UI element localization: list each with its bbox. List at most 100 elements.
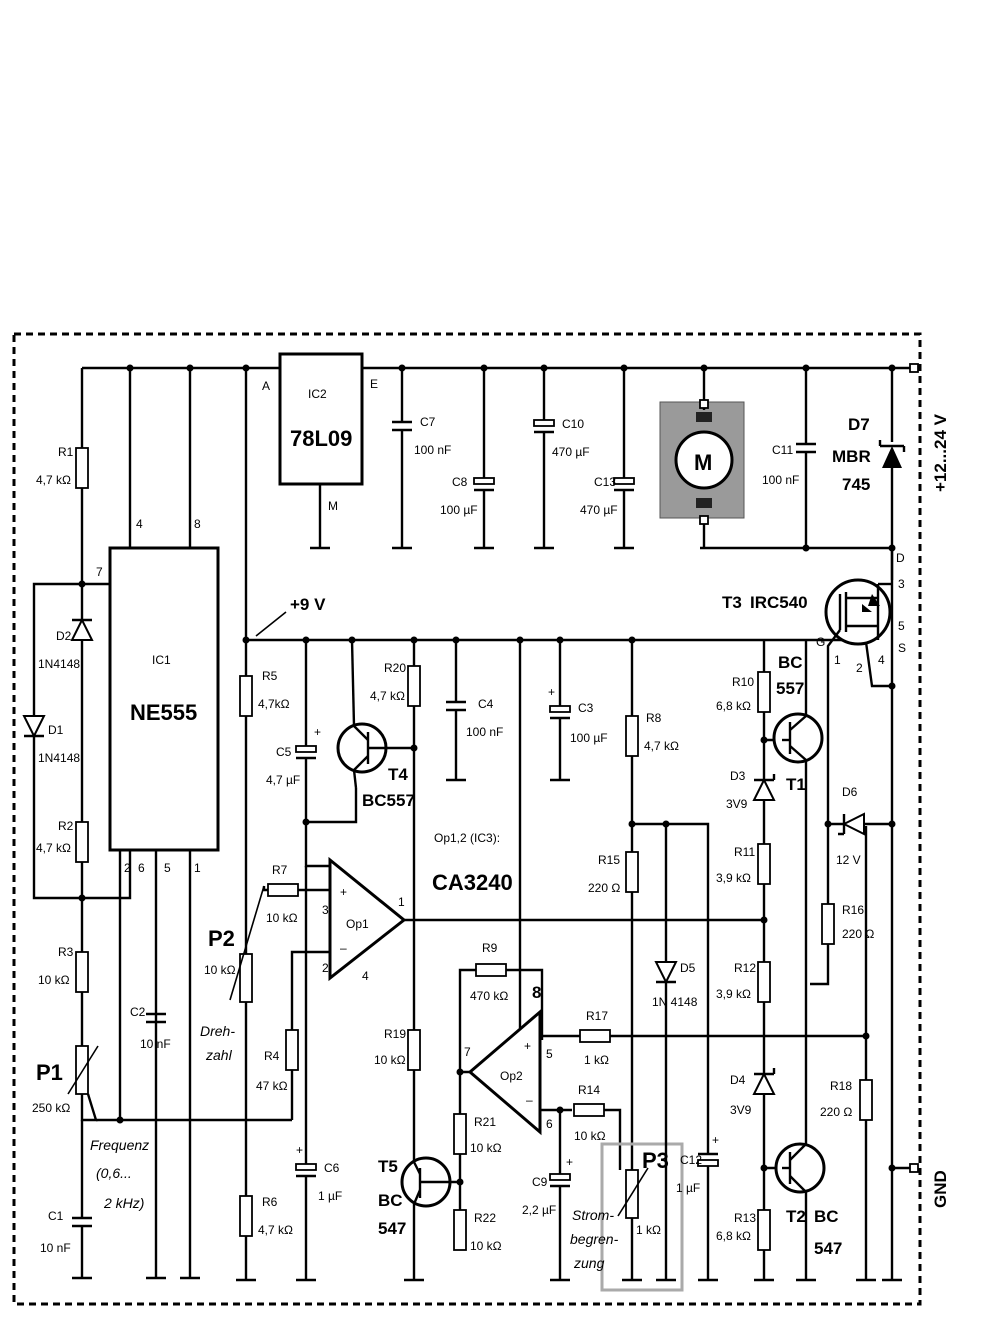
d7-name: D7 xyxy=(848,415,870,434)
c13-value: 470 µF xyxy=(580,503,618,517)
op1-plus: + xyxy=(340,885,347,899)
capacitor-c6 xyxy=(295,1163,317,1282)
opamp-ic3-type: CA3240 xyxy=(432,870,513,895)
p2-name: P2 xyxy=(208,926,235,951)
r17-name: R17 xyxy=(586,1009,608,1023)
ic1-pin7: 7 xyxy=(96,565,103,579)
c6-value: 1 µF xyxy=(318,1189,342,1203)
r6-value: 4,7 kΩ xyxy=(258,1223,293,1237)
r21-value: 10 kΩ xyxy=(470,1141,502,1155)
resistor-r18 xyxy=(859,1079,873,1121)
r4-value: 47 kΩ xyxy=(256,1079,288,1093)
p1-caption-line3: 2 kHz) xyxy=(103,1195,144,1211)
c5-plus: + xyxy=(314,725,321,739)
c9-value: 2,2 µF xyxy=(522,1203,556,1217)
r22-value: 10 kΩ xyxy=(470,1239,502,1253)
p2-caption-line2: zahl xyxy=(205,1047,233,1063)
gnd-label: GND xyxy=(931,1170,950,1208)
capacitor-c10 xyxy=(533,368,555,550)
d6-name: D6 xyxy=(842,785,858,799)
d4-value: 3V9 xyxy=(730,1103,752,1117)
ic2-type: 78L09 xyxy=(290,426,352,451)
r9-name: R9 xyxy=(482,941,498,955)
p3-name: P3 xyxy=(642,1148,669,1173)
r18-value: 220 Ω xyxy=(820,1105,852,1119)
r5-name: R5 xyxy=(262,669,278,683)
p3-highlight-box xyxy=(600,1142,684,1292)
op1-pin-plus: 3 xyxy=(322,903,329,917)
r12-name: R12 xyxy=(734,961,756,975)
diode-d6 xyxy=(838,812,865,836)
resistor-r19 xyxy=(407,1029,421,1071)
r5-value: 4,7kΩ xyxy=(258,697,290,711)
p2-value: 10 kΩ xyxy=(204,963,236,977)
r11-name: R11 xyxy=(734,845,755,859)
opamp-ic3-label: Op1,2 (IC3): xyxy=(434,831,500,845)
r8-name: R8 xyxy=(646,711,662,725)
t3-p4: 4 xyxy=(878,653,885,667)
d2-value: 1N4148 xyxy=(38,657,80,671)
capacitor-c13 xyxy=(613,368,635,550)
ic1-label: IC1 xyxy=(152,653,171,667)
capacitor-c1 xyxy=(72,1216,92,1280)
r15-name: R15 xyxy=(598,853,620,867)
resistor-r4 xyxy=(285,1029,299,1071)
diode-d2 xyxy=(70,617,94,822)
r14-name: R14 xyxy=(578,1083,600,1097)
d6-value: 12 V xyxy=(836,853,861,867)
p2-caption-line1: Dreh- xyxy=(200,1023,235,1039)
c10-value: 470 µF xyxy=(552,445,590,459)
r8-value: 4,7 kΩ xyxy=(644,739,679,753)
t2-name: T2 xyxy=(786,1207,806,1226)
c11-value: 100 nF xyxy=(762,473,799,487)
resistor-r12 xyxy=(757,961,771,1003)
resistor-r21 xyxy=(453,1113,467,1155)
t1-type2: 557 xyxy=(776,679,804,698)
t5-type2: 547 xyxy=(378,1219,406,1238)
d5-value: 1N 4148 xyxy=(652,995,698,1009)
capacitor-c3 xyxy=(549,640,571,782)
r18-name: R18 xyxy=(830,1079,852,1093)
r2-name: R2 xyxy=(58,819,74,833)
r2-value: 4,7 kΩ xyxy=(36,841,71,855)
resistor-r7 xyxy=(267,883,299,897)
c7-name: C7 xyxy=(420,415,436,429)
r20-name: R20 xyxy=(384,661,406,675)
motor-symbol: M xyxy=(694,450,712,475)
ic1-pin1: 1 xyxy=(194,861,201,875)
resistor-r13 xyxy=(757,1209,771,1251)
resistor-r8 xyxy=(625,715,639,757)
c4-name: C4 xyxy=(478,697,494,711)
c4-value: 100 nF xyxy=(466,725,503,739)
capacitor-c11 xyxy=(796,368,816,548)
op2-label: Op2 xyxy=(500,1069,523,1083)
t3-p1: 1 xyxy=(834,653,841,667)
r21-name: R21 xyxy=(474,1115,496,1129)
potentiometer-p1 xyxy=(67,1045,99,1122)
op1-minus: – xyxy=(340,941,347,955)
r16-name: R16 xyxy=(842,903,864,917)
potentiometer-p3 xyxy=(617,1167,649,1282)
ic1-ne555 xyxy=(108,546,220,852)
p1-value: 250 kΩ xyxy=(32,1101,70,1115)
p1-caption-line1: Frequenz xyxy=(90,1137,149,1153)
d1-value: 1N4148 xyxy=(38,751,80,765)
c5-value: 4,7 µF xyxy=(266,773,300,787)
transistor-t4 xyxy=(336,639,414,789)
opamp-op1 xyxy=(328,856,407,982)
c8-name: C8 xyxy=(452,475,468,489)
d7-value: MBR xyxy=(832,447,871,466)
r13-value: 6,8 kΩ xyxy=(716,1229,751,1243)
r3-name: R3 xyxy=(58,945,74,959)
p1-caption-line2: (0,6... xyxy=(96,1165,132,1181)
c10-name: C10 xyxy=(562,417,584,431)
resistor-r1 xyxy=(75,447,89,489)
ic1-type: NE555 xyxy=(130,700,197,725)
r1-name: R1 xyxy=(58,445,74,459)
resistor-r17 xyxy=(579,1029,611,1043)
c6-plus: + xyxy=(296,1143,303,1157)
capacitor-c9 xyxy=(549,1173,571,1282)
resistor-r3 xyxy=(75,951,89,993)
op2-plus: + xyxy=(524,1039,531,1053)
